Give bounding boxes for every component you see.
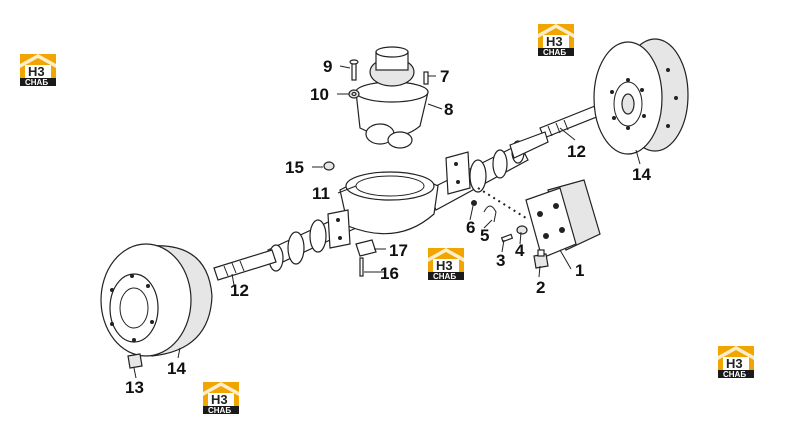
- brand-logo-top-left: H3 CHAБ: [20, 54, 56, 87]
- logo-caption: CHAБ: [208, 406, 231, 415]
- callout-13: 13: [125, 378, 144, 397]
- dotted-assembly-line: [477, 187, 527, 219]
- bolt-13: [127, 353, 143, 369]
- callout-12-left: 12: [230, 281, 249, 300]
- callout-3: 3: [496, 251, 505, 270]
- brand-logo-right: H3 CHAБ: [718, 346, 754, 379]
- brand-logo-center: H3 CHAБ: [428, 248, 464, 281]
- leader-lines: [133, 65, 641, 379]
- wheel-hub-left: [100, 243, 213, 357]
- logo-mark-text: H3: [726, 356, 743, 371]
- bolt-16: [359, 257, 364, 277]
- stud-3: [500, 233, 514, 243]
- logo-caption: CHAБ: [543, 48, 566, 57]
- callout-4: 4: [515, 241, 525, 260]
- pin-7: [423, 71, 429, 85]
- logo-mark-text: H3: [211, 392, 228, 407]
- logo-mark-text: H3: [436, 258, 453, 273]
- logo-mark-text: H3: [28, 64, 45, 79]
- axle-housing: [267, 131, 549, 272]
- callout-16: 16: [380, 264, 399, 283]
- hydraulic-pump: [525, 179, 601, 259]
- callout-5: 5: [480, 226, 489, 245]
- callout-8: 8: [444, 100, 453, 119]
- callout-7: 7: [440, 67, 449, 86]
- brand-logo-bottom: H3 CHAБ: [203, 382, 239, 415]
- callout-14-right: 14: [632, 165, 651, 184]
- logo-caption: CHAБ: [433, 272, 456, 281]
- callout-12-right: 12: [567, 142, 586, 161]
- logo-caption: CHAБ: [723, 370, 746, 379]
- callout-14-left: 14: [167, 359, 186, 378]
- callout-6: 6: [466, 218, 475, 237]
- bolt-9: [349, 59, 359, 81]
- callout-2: 2: [536, 278, 545, 297]
- brand-logo-top-center: H3 CHAБ: [538, 24, 574, 57]
- callout-1: 1: [575, 261, 584, 280]
- callout-11: 11: [312, 184, 330, 203]
- nut-4: [516, 225, 528, 235]
- callout-10: 10: [310, 85, 329, 104]
- callout-9: 9: [323, 57, 332, 76]
- plug-6: [471, 200, 477, 206]
- plug-15: [323, 161, 335, 171]
- bolt-2: [533, 249, 549, 269]
- logo-mark-text: H3: [546, 34, 563, 49]
- callout-15: 15: [285, 158, 304, 177]
- logo-caption: CHAБ: [25, 78, 48, 87]
- axle-shaft-left: [213, 249, 277, 281]
- callout-17: 17: [389, 241, 408, 260]
- pipe-5: [483, 205, 497, 223]
- washer-10: [348, 89, 360, 99]
- wheel-hub-right: [593, 38, 689, 155]
- differential-carrier: [355, 46, 429, 149]
